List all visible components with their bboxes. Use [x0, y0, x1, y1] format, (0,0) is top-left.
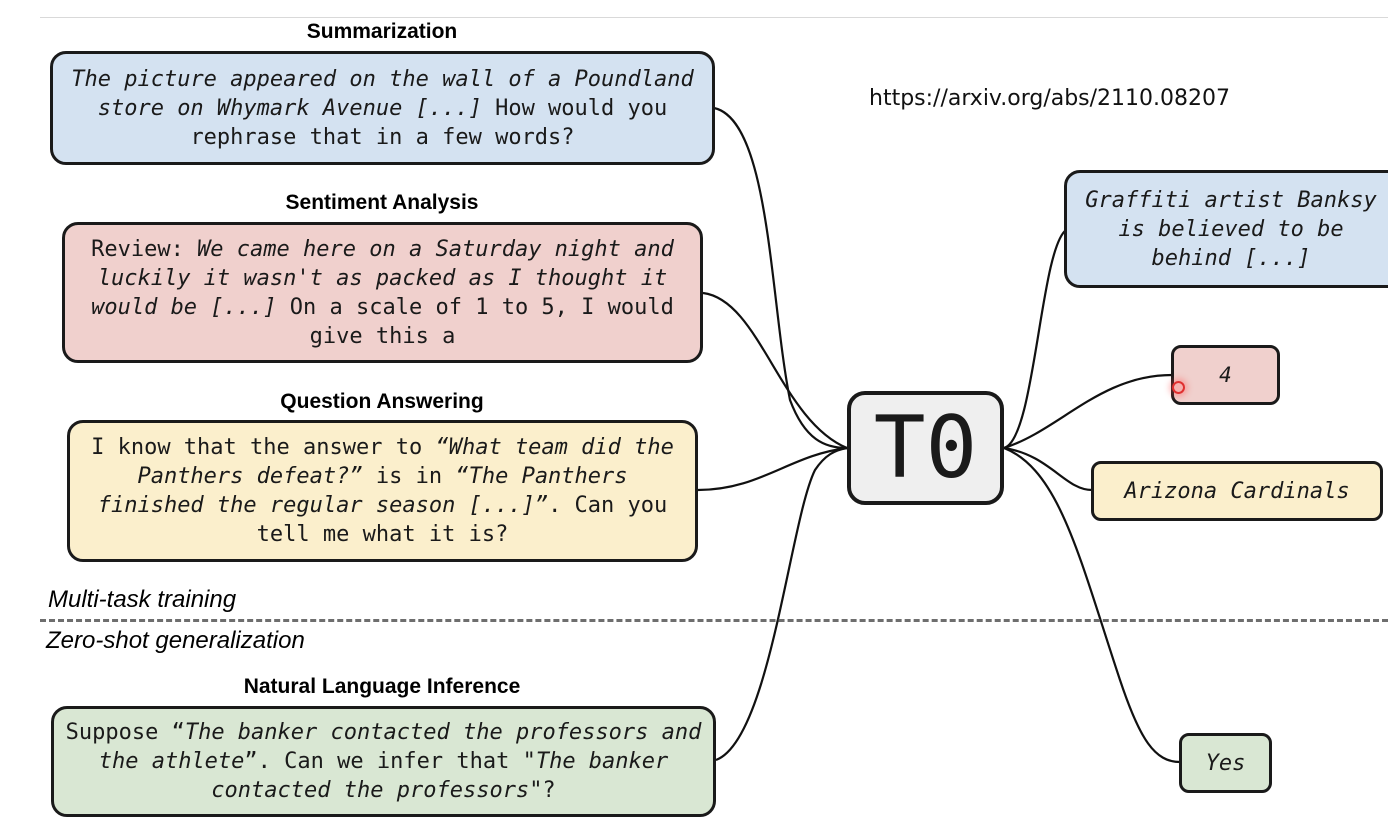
- sentiment-output-box: 4: [1171, 345, 1280, 405]
- label-zeroshot: Zero-shot generalization: [46, 627, 305, 654]
- section-divider: [40, 619, 1388, 622]
- nli-premise: The banker contacted the professors and …: [98, 720, 702, 774]
- qa-connector: is in: [362, 464, 456, 489]
- sentiment-input-text: Review: We came here on a Saturday night…: [75, 235, 690, 351]
- qa-context: “The Panthers finished the regular seaso…: [97, 464, 628, 518]
- nli-output-box: Yes: [1179, 733, 1272, 793]
- qa-output-box: Arizona Cardinals: [1091, 461, 1383, 521]
- top-divider: [40, 17, 1388, 18]
- summarization-output-box: Graffiti artist Banksy is believed to be…: [1064, 170, 1388, 288]
- connector-nli-input: [715, 446, 848, 762]
- connector-summarization-output: [1003, 229, 1067, 450]
- nli-connector: ”. Can we infer that ": [244, 749, 536, 774]
- nli-input-box: Suppose “The banker contacted the profes…: [51, 706, 716, 817]
- connector-sentiment-output: [1003, 373, 1173, 450]
- heading-sentiment: Sentiment Analysis: [285, 191, 479, 214]
- sentiment-output: 4: [1219, 362, 1232, 387]
- label-multitask-training: Multi-task training: [48, 586, 237, 613]
- nli-suffix: "?: [529, 778, 556, 803]
- sentiment-review: We came here on a Saturday night and luc…: [91, 236, 674, 320]
- qa-question: “What team did the Panthers defeat?”: [137, 435, 674, 489]
- qa-input-text: I know that the answer to “What team did…: [80, 433, 685, 549]
- connector-qa-output: [1003, 446, 1093, 492]
- heading-qa: Question Answering: [280, 390, 484, 413]
- qa-input-box: I know that the answer to “What team did…: [67, 420, 698, 562]
- heading-nli: Natural Language Inference: [243, 675, 521, 698]
- nli-input-text: Suppose “The banker contacted the profes…: [64, 718, 703, 805]
- heading-summarization: Summarization: [306, 20, 458, 43]
- summarization-input-text: The picture appeared on the wall of a Po…: [63, 65, 702, 152]
- summarization-prompt: How would you rephrase that in a few wor…: [190, 95, 668, 150]
- summarization-passage: The picture appeared on the wall of a Po…: [71, 66, 694, 121]
- connector-nli-output: [1003, 446, 1181, 764]
- qa-prompt: . Can you tell me what it is?: [256, 493, 668, 547]
- sentiment-review-label: Review:: [91, 236, 198, 262]
- nli-hypothesis: The banker contacted the professors: [211, 749, 669, 803]
- t0-model-box: T0: [847, 391, 1004, 505]
- sentiment-input-box: Review: We came here on a Saturday night…: [62, 222, 703, 363]
- nli-prefix: Suppose “: [65, 720, 185, 745]
- arxiv-url: https://arxiv.org/abs/2110.08207: [869, 86, 1231, 111]
- qa-output: Arizona Cardinals: [1124, 478, 1350, 504]
- summarization-input-box: The picture appeared on the wall of a Po…: [50, 51, 715, 165]
- nli-output: Yes: [1205, 750, 1246, 776]
- connector-qa-input: [697, 446, 848, 492]
- connector-sentiment-input: [702, 291, 848, 450]
- qa-prefix: I know that the answer to: [91, 435, 436, 460]
- summarization-output: Graffiti artist Banksy is believed to be…: [1085, 187, 1377, 271]
- sentiment-prompt: On a scale of 1 to 5, I would give this …: [276, 294, 674, 349]
- cursor-indicator: [1172, 381, 1185, 394]
- summarization-output-text: Graffiti artist Banksy is believed to be…: [1081, 186, 1381, 273]
- connector-summarization-input: [713, 106, 848, 450]
